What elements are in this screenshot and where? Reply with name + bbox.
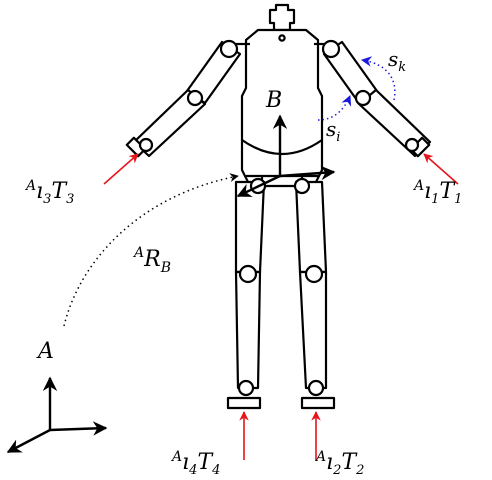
- force-label-t4: Aı4T4: [170, 449, 220, 478]
- robot-right-leg: [293, 177, 336, 410]
- body-frame-label: B: [265, 88, 282, 113]
- robot-left-leg: [226, 177, 267, 410]
- rotation-arc: [63, 173, 239, 327]
- force-arrow-t1: [423, 153, 459, 185]
- world-frame-axes: [6, 376, 108, 454]
- force-arrows: [103, 153, 459, 460]
- force-arrow-t3: [103, 153, 139, 185]
- force-label-t2: Aı2T2: [314, 449, 364, 478]
- sensor-sk-label: sk: [388, 47, 406, 75]
- body-frame-axes: [236, 114, 336, 198]
- robot-head: [268, 3, 296, 32]
- robot-left-arm: [125, 39, 242, 158]
- rotation-label: ARB: [132, 245, 171, 276]
- sensor-si-label: si: [326, 117, 340, 145]
- force-label-t3: Aı3T3: [24, 178, 74, 207]
- world-frame-label: A: [36, 339, 54, 364]
- force-label-t1: Aı1T1: [412, 178, 462, 207]
- sensor-sk-curve: [360, 56, 396, 101]
- robot-right-arm: [321, 39, 432, 158]
